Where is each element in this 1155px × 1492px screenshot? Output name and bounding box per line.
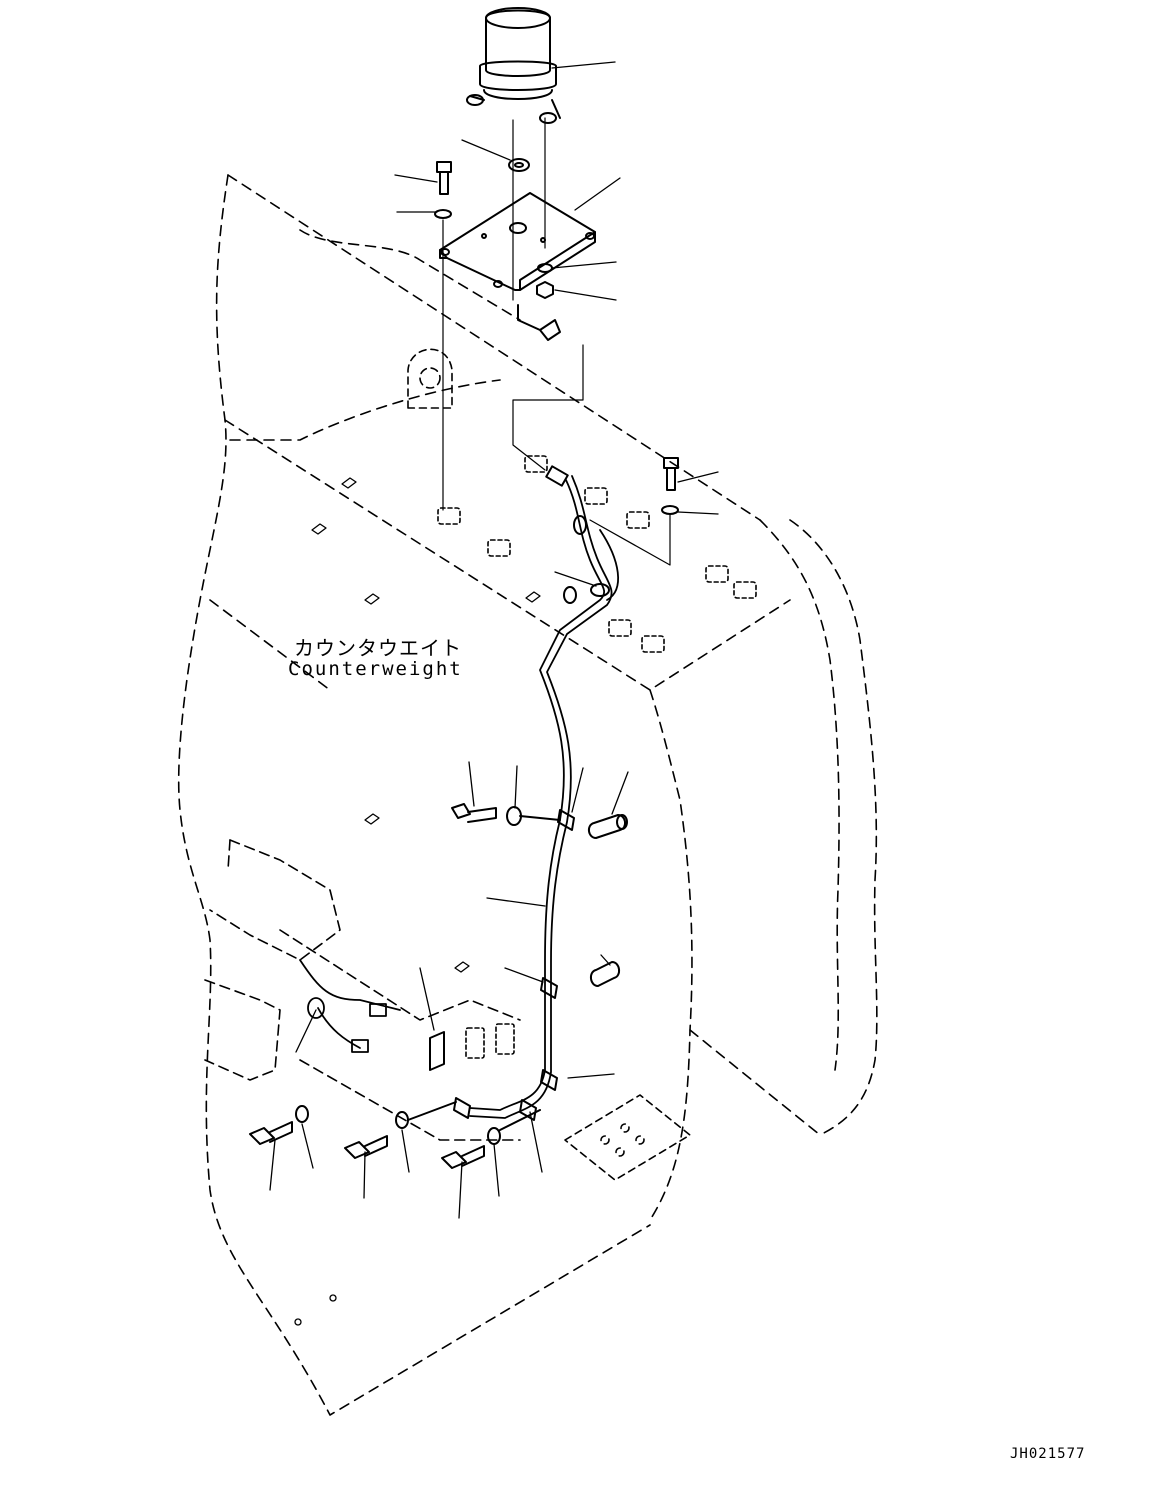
- drawing-code: JH021577: [1010, 1446, 1086, 1462]
- bracket-hardware: [434, 158, 679, 515]
- beacon-connector: [517, 304, 569, 487]
- mid-hardware: [451, 803, 561, 826]
- beacon-lamp: [466, 7, 561, 124]
- wiring-harness: [469, 475, 619, 1119]
- counterweight-label-en: Counterweight: [288, 658, 463, 680]
- assembly-lines: [442, 117, 671, 566]
- mounting-bracket: [439, 192, 596, 291]
- spacer-collars: [563, 586, 628, 987]
- frame-connector: [299, 959, 401, 1053]
- harness-clamps: [429, 515, 610, 1121]
- deck-line: [229, 379, 501, 441]
- clip-markers: [294, 477, 541, 1326]
- bottom-hardware: [249, 1101, 541, 1169]
- frame-structure: [204, 839, 521, 1141]
- counterweight-label-jp: カウンタウエイト: [294, 636, 462, 660]
- leader-lines: [269, 61, 719, 1219]
- step-plate: [564, 1094, 691, 1181]
- lifting-eye: [407, 348, 453, 409]
- mounting-bosses: [437, 455, 757, 1059]
- counterweight-outline: [177, 174, 878, 1416]
